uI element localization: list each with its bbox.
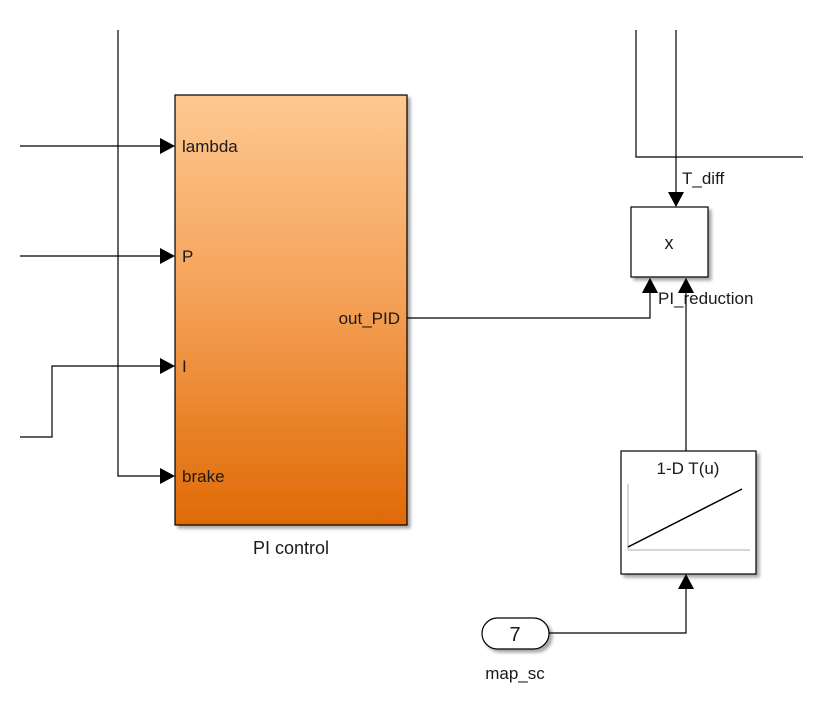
- product-block-caption: PI_reduction: [658, 289, 753, 308]
- arrowhead-pid-in-overlay: [642, 278, 658, 293]
- lookup-block-body[interactable]: [620, 450, 757, 575]
- constant-block[interactable]: 7: [481, 617, 550, 650]
- pi-control-caption: PI control: [253, 538, 329, 558]
- wire-brake[interactable]: [117, 30, 160, 477]
- lookup-block-title: 1-D T(u): [657, 459, 720, 478]
- constant-block-caption: map_sc: [485, 664, 545, 683]
- arrowhead-brake: [160, 468, 175, 484]
- constant-block-body[interactable]: [481, 617, 550, 650]
- port-label-out-pid: out_PID: [339, 309, 400, 328]
- arrowhead-tdiff: [668, 192, 684, 207]
- product-symbol: x: [665, 233, 674, 253]
- lookup-curve-icon: [627, 484, 750, 551]
- arrowhead-p: [160, 248, 175, 264]
- wire-i[interactable]: [20, 365, 160, 438]
- pi-control-subsystem[interactable]: lambda P I brake out_PID: [174, 94, 408, 526]
- arrowhead-i: [160, 358, 175, 374]
- constant-value: 7: [509, 624, 520, 646]
- product-block-body[interactable]: [630, 206, 709, 278]
- port-label-lambda: lambda: [182, 137, 238, 156]
- signal-label-tdiff: T_diff: [682, 169, 724, 188]
- arrowhead-lookup-in-overlay: [678, 278, 694, 293]
- wire-const[interactable]: [549, 589, 687, 634]
- lookup-table-block[interactable]: 1-D T(u): [620, 450, 757, 575]
- port-label-i: I: [182, 357, 187, 376]
- pi-control-block-body[interactable]: [174, 94, 408, 526]
- port-label-brake: brake: [182, 467, 225, 486]
- product-block[interactable]: x: [630, 206, 709, 278]
- arrowhead-lambda: [160, 138, 175, 154]
- wire-top-right-a[interactable]: [635, 30, 803, 158]
- arrowhead-const-in: [678, 574, 694, 589]
- wire-out-pid[interactable]: [407, 292, 651, 319]
- port-label-p: P: [182, 247, 193, 266]
